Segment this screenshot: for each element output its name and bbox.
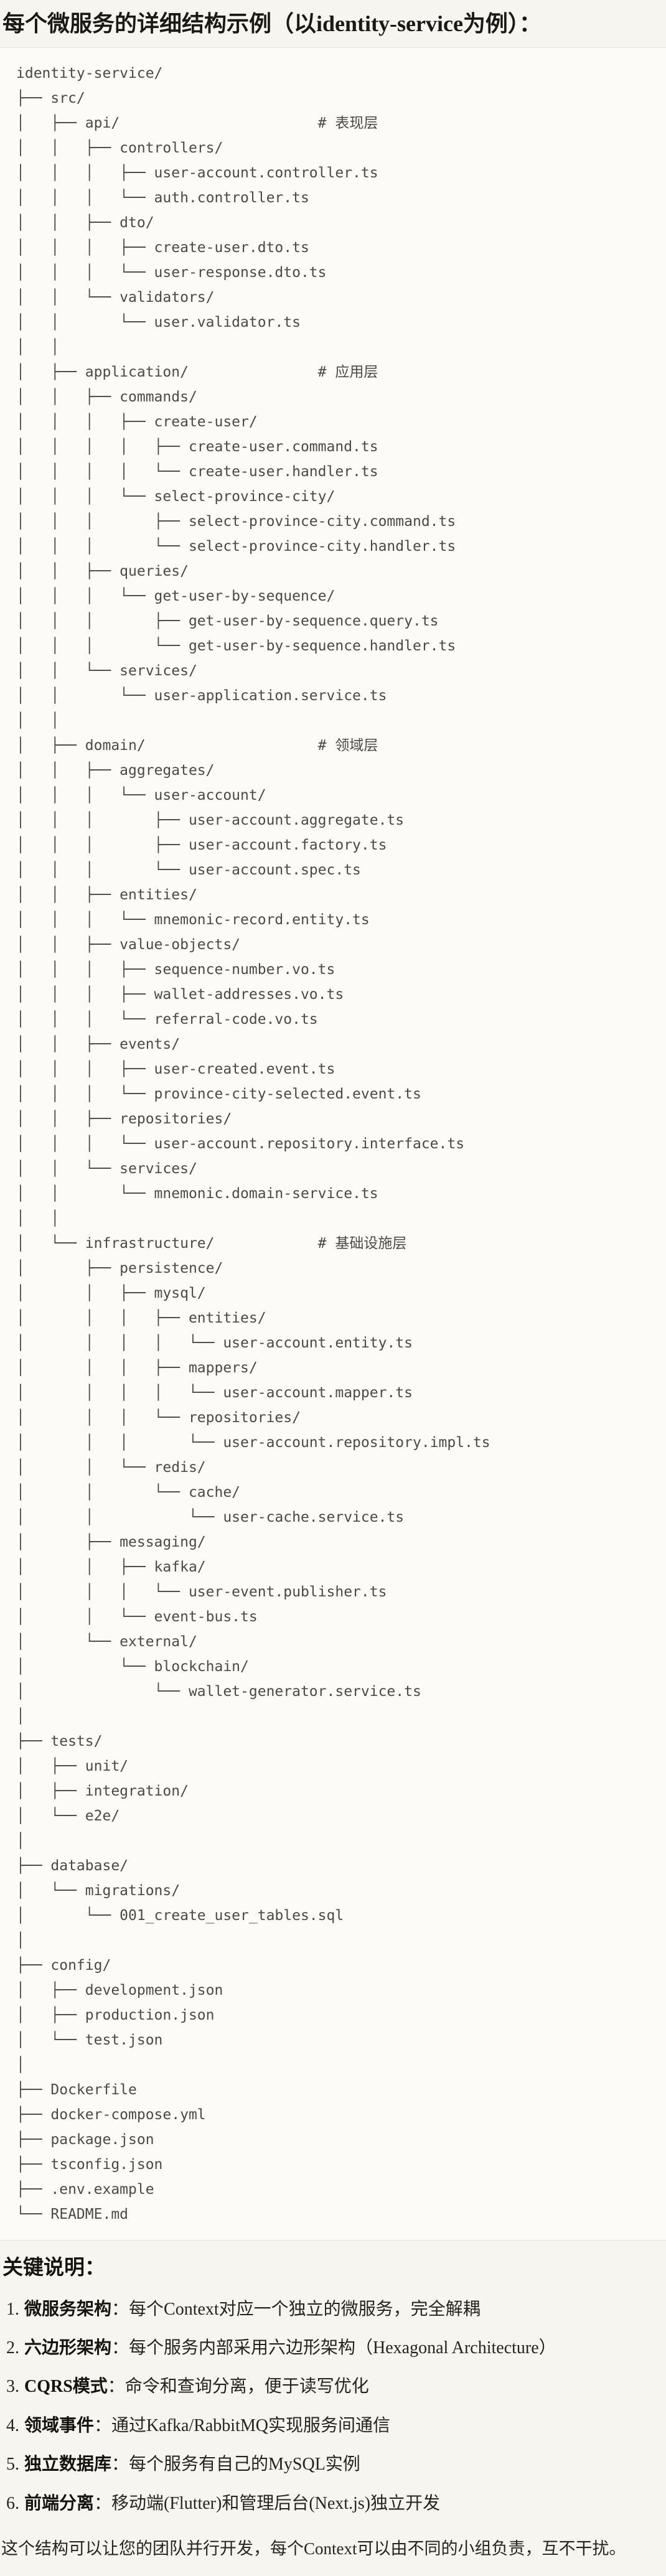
note-term: 独立数据库 [24,2455,112,2475]
note-item-microservice: 1.微服务架构：每个Context对应一个独立的微服务，完全解耦 [2,2298,655,2321]
note-number: 4. [6,2415,19,2435]
note-number: 6. [6,2493,19,2513]
note-desc: ：每个服务有自己的MySQL实例 [111,2455,360,2475]
note-number: 3. [6,2377,19,2397]
note-item-hexagonal: 2.六边形架构：每个服务内部采用六边形架构（Hexagonal Architec… [2,2337,655,2359]
note-term: 前端分离 [24,2493,95,2513]
page-title: 每个微服务的详细结构示例（以identity-service为例）： [2,11,542,36]
key-notes-section: 关键说明： 1.微服务架构：每个Context对应一个独立的微服务，完全解耦 2… [0,2254,666,2576]
note-item-independent-db: 5.独立数据库：每个服务有自己的MySQL实例 [2,2453,655,2476]
note-item-frontend-separation: 6.前端分离：移动端(Flutter)和管理后台(Next.js)独立开发 [2,2493,655,2515]
note-number: 1. [6,2299,19,2319]
note-term: 六边形架构 [24,2338,112,2358]
note-number: 2. [6,2338,19,2358]
note-desc: ：命令和查询分离，便于读写优化 [107,2377,369,2397]
closing-paragraph: 这个结构可以让您的团队并行开发，每个Context可以由不同的小组负责，互不干扰… [1,2539,626,2558]
note-term: 微服务架构 [24,2299,112,2319]
note-desc: ：每个服务内部采用六边形架构（Hexagonal Architecture） [111,2338,556,2358]
key-notes-heading: 关键说明： [2,2257,105,2279]
note-desc: ：移动端(Flutter)和管理后台(Next.js)独立开发 [94,2493,441,2513]
note-item-domain-events: 4.领域事件：通过Kafka/RabbitMQ实现服务间通信 [2,2415,655,2437]
note-number: 5. [6,2455,19,2475]
note-term: 领域事件 [24,2415,95,2435]
note-desc: ：每个Context对应一个独立的微服务，完全解耦 [111,2299,481,2319]
note-item-cqrs: 3.CQRS模式：命令和查询分离，便于读写优化 [2,2376,655,2398]
note-desc: ：通过Kafka/RabbitMQ实现服务间通信 [94,2415,390,2435]
note-term: CQRS模式 [24,2377,108,2397]
file-tree-code-block: identity-service/ ├── src/ │ ├── api/ # … [0,47,666,2241]
file-tree: identity-service/ ├── src/ │ ├── api/ # … [16,65,490,2222]
